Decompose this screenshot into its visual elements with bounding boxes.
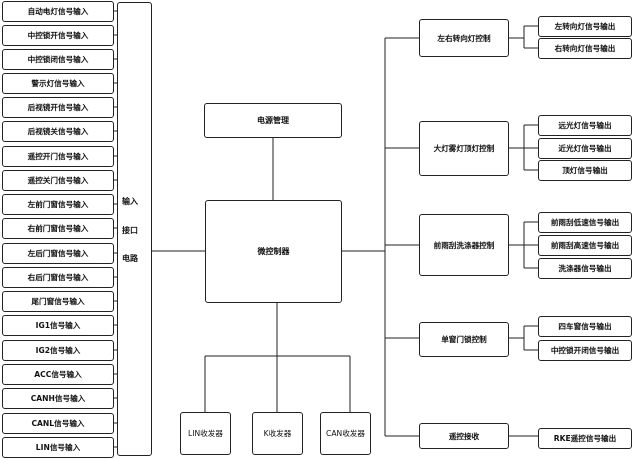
- input-circuit-label: 输入: [122, 197, 138, 206]
- input-signal-box: 右前门窗信号输入: [2, 218, 114, 239]
- input-signal-box: 自动电灯信号输入: [2, 1, 114, 22]
- input-signal-box: 后视镜关信号输入: [2, 121, 114, 142]
- input-signal-box: LIN信号输入: [2, 437, 114, 458]
- input-signal-box: 左后门窗信号输入: [2, 243, 114, 264]
- input-signal-box: CANH信号输入: [2, 388, 114, 409]
- input-circuit-label: 电路: [122, 254, 138, 263]
- input-interface-circuit: [117, 2, 152, 456]
- output-signal-box: 四车窗信号输出: [538, 316, 632, 337]
- power-management-box: 电源管理: [204, 103, 342, 138]
- output-signal-box: 远光灯信号输出: [538, 115, 632, 136]
- input-signal-box: 遥控开门信号输入: [2, 146, 114, 167]
- output-signal-box: RKE遥控信号输出: [538, 428, 632, 449]
- input-signal-box: 左前门窗信号输入: [2, 194, 114, 215]
- k-transceiver-box: K收发器: [252, 412, 303, 455]
- output-signal-box: 前雨刮高速信号输出: [538, 235, 632, 256]
- input-signal-box: 警示灯信号输入: [2, 73, 114, 94]
- output-signal-box: 前雨刮低速信号输出: [538, 212, 632, 233]
- input-signal-box: IG2信号输入: [2, 340, 114, 361]
- input-signal-box: 后视镜开信号输入: [2, 97, 114, 118]
- input-circuit-label: 接口: [122, 226, 138, 235]
- output-signal-box: 近光灯信号输出: [538, 138, 632, 159]
- input-signal-box: CANL信号输入: [2, 413, 114, 434]
- headlamp-control-box: 大灯雾灯顶灯控制: [419, 121, 509, 176]
- input-signal-box: 遥控关门信号输入: [2, 170, 114, 191]
- input-signal-box: 中控锁开信号输入: [2, 25, 114, 46]
- output-signal-box: 右转向灯信号输出: [538, 38, 632, 59]
- output-signal-box: 中控锁开闭信号输出: [538, 340, 632, 361]
- turn-signal-control-box: 左右转向灯控制: [419, 19, 509, 57]
- input-signal-box: 尾门窗信号输入: [2, 291, 114, 312]
- output-signal-box: 左转向灯信号输出: [538, 16, 632, 37]
- input-signal-box: IG1信号输入: [2, 315, 114, 336]
- input-signal-box: 右后门窗信号输入: [2, 267, 114, 288]
- input-signal-box: ACC信号输入: [2, 364, 114, 385]
- output-signal-box: 洗涤器信号输出: [538, 258, 632, 279]
- microcontroller-box: 微控制器: [205, 200, 342, 303]
- input-signal-box: 中控锁闭信号输入: [2, 49, 114, 70]
- can-transceiver-box: CAN收发器: [320, 412, 371, 455]
- window-lock-control-box: 单窗门锁控制: [419, 322, 509, 357]
- remote-receiver-box: 遥控接收: [419, 423, 509, 449]
- wiper-control-box: 前雨刮洗涤器控制: [419, 214, 509, 276]
- output-signal-box: 顶灯信号输出: [538, 160, 632, 181]
- lin-transceiver-box: LIN收发器: [180, 412, 231, 455]
